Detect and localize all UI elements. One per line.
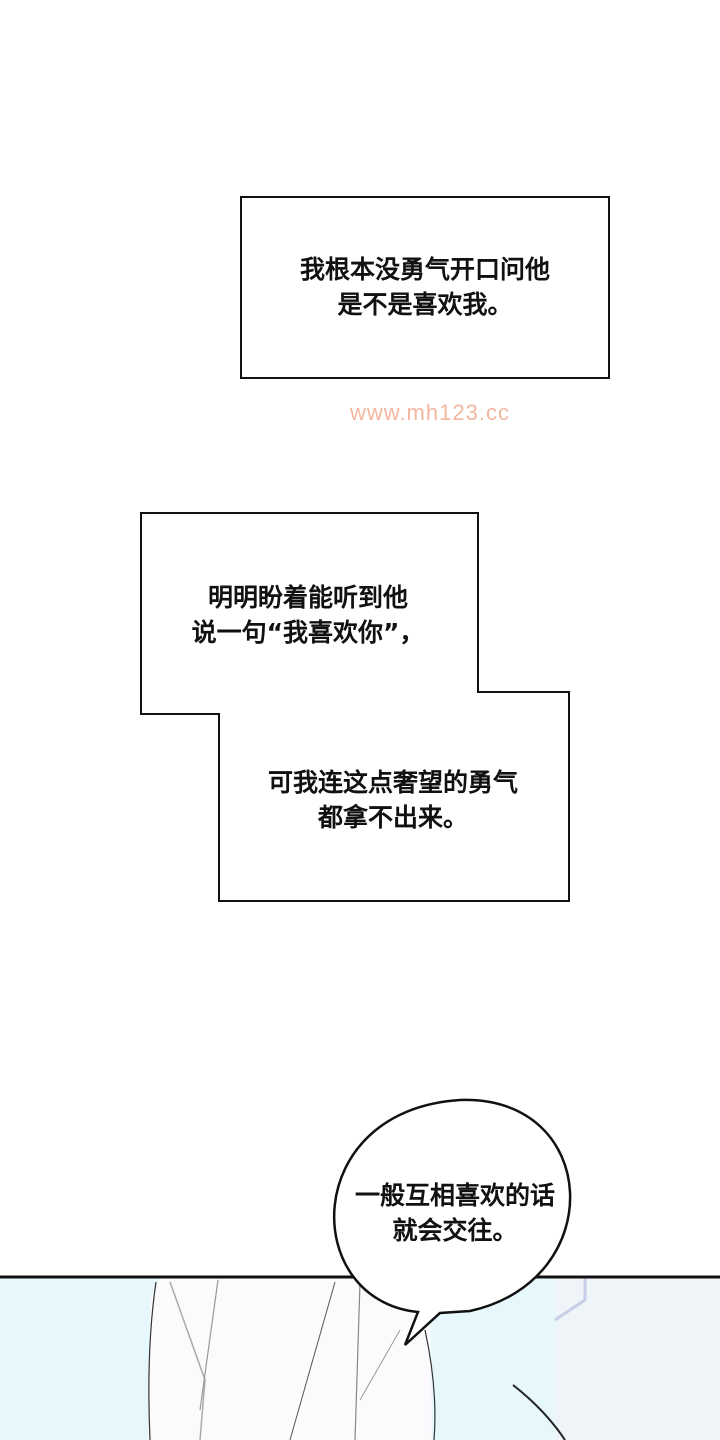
caption-line: 可我连这点奢望的勇气 <box>267 768 519 797</box>
caption-box-2 <box>140 512 570 902</box>
speech-bubble <box>332 1098 572 1346</box>
caption-line: 说一句“我喜欢你”， <box>191 618 425 647</box>
caption-1-text: 我根本没勇气开口问他 是不是喜欢我。 <box>300 252 550 322</box>
caption-2-text: 明明盼着能听到他 说一句“我喜欢你”， <box>192 580 425 650</box>
speech-bubble-text: 一般互相喜欢的话 就会交往。 <box>355 1178 555 1248</box>
caption-box-1 <box>240 196 610 379</box>
caption-3-text: 可我连这点奢望的勇气 都拿不出来。 <box>268 765 518 835</box>
caption-line: 我根本没勇气开口问他 <box>299 255 551 284</box>
caption-line: 明明盼着能听到他 <box>207 583 408 612</box>
watermark: www.mh123.cc <box>350 400 510 425</box>
caption-line: 都拿不出来。 <box>317 803 469 832</box>
bubble-line: 一般互相喜欢的话 <box>354 1181 556 1210</box>
caption-line: 是不是喜欢我。 <box>337 290 513 319</box>
bottom-panel <box>0 1275 720 1440</box>
bubble-line: 就会交往。 <box>392 1216 518 1245</box>
